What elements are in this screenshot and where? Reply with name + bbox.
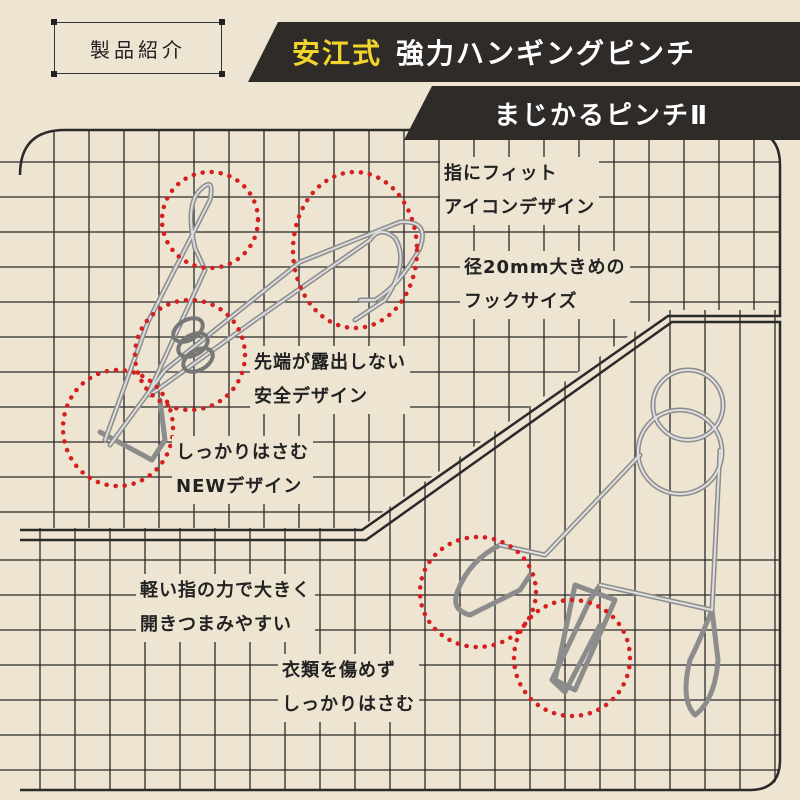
feature-line: 衣類を傷めず [282, 660, 396, 681]
highlight-hook [290, 169, 420, 331]
highlight-open [417, 534, 539, 650]
brand-name: 安江式 [292, 37, 383, 70]
tag-corner-tr [219, 19, 225, 25]
feature-line: しっかりはさむ [282, 694, 415, 715]
feature-line: 指にフィット [444, 163, 558, 184]
product-subtitle: まじかるピンチⅡ [494, 100, 710, 131]
tag-corner-tl [51, 19, 57, 25]
feature-gentle-grip: 衣類を傷めず しっかりはさむ [278, 654, 419, 722]
feature-hook-size: 径20mm大きめの フックサイズ [460, 251, 630, 319]
highlight-circles [60, 169, 633, 719]
feature-line: フックサイズ [464, 291, 578, 312]
hanger-pinch-bottom-icon [453, 367, 726, 718]
title-banner: 安江式 強力ハンギングピンチ [248, 22, 800, 82]
tag-corner-bl [51, 71, 57, 77]
highlight-finger-fit [159, 169, 261, 271]
feature-safe-tip: 先端が露出しない 安全デザイン [250, 346, 410, 414]
feature-line: 先端が露出しない [254, 352, 406, 373]
section-tag: 製品紹介 [54, 22, 222, 74]
feature-line: しっかりはさむ [176, 442, 309, 463]
feature-line: 開きつまみやすい [140, 614, 292, 635]
feature-finger-fit: 指にフィット アイコンデザイン [440, 157, 600, 225]
feature-line: NEWデザイン [176, 476, 303, 497]
highlight-tip [132, 297, 248, 413]
tag-corner-br [219, 71, 225, 77]
feature-line: 径20mm大きめの [464, 257, 626, 278]
feature-line: 安全デザイン [254, 386, 368, 407]
subtitle-banner: まじかるピンチⅡ [404, 86, 800, 140]
feature-line: アイコンデザイン [444, 197, 596, 218]
highlight-gentle [511, 597, 633, 719]
feature-strong-grip: しっかりはさむ NEWデザイン [172, 436, 313, 504]
section-tag-label: 製品紹介 [90, 37, 186, 62]
product-title: 強力ハンギングピンチ [396, 37, 697, 70]
feature-easy-open: 軽い指の力で大きく 開きつまみやすい [136, 574, 315, 642]
feature-line: 軽い指の力で大きく [140, 580, 311, 601]
clothespin-top-icon [97, 181, 425, 463]
highlight-grip [60, 367, 176, 489]
